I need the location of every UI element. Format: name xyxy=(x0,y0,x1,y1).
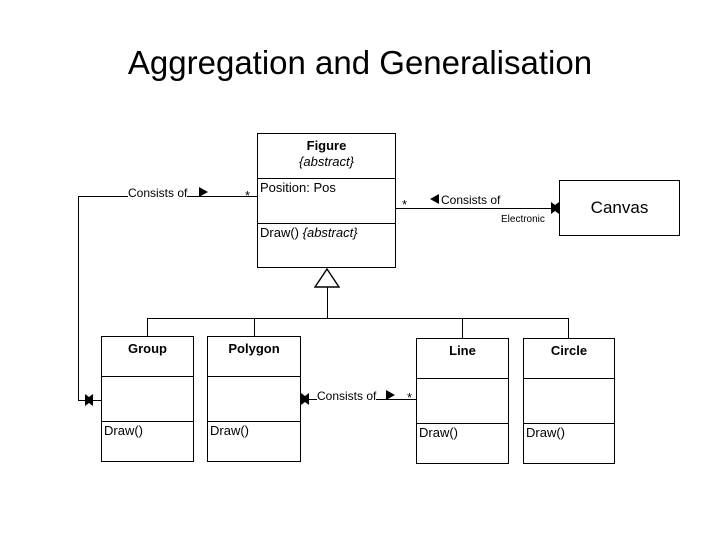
generalisation-triangle-svg xyxy=(313,267,341,288)
assoc-canvas-figure-direction-icon xyxy=(430,194,439,204)
figure-operation-draw: Draw() {abstract} xyxy=(258,224,395,241)
group-operations-compartment: Draw() xyxy=(102,421,193,461)
generalisation-drop-line xyxy=(462,318,463,338)
class-box-canvas[interactable]: Canvas xyxy=(559,180,680,236)
polygon-header-compartment: Polygon xyxy=(208,337,300,376)
polygon-attributes-compartment xyxy=(208,376,300,421)
figure-operation-abstract-marker: {abstract} xyxy=(302,225,358,240)
assoc-polygon-line-label: Consists of xyxy=(317,389,377,403)
class-box-group[interactable]: Group Draw() xyxy=(101,336,194,462)
assoc-canvas-figure-multiplicity: * xyxy=(402,197,408,212)
figure-class-name: Figure xyxy=(306,138,347,153)
group-class-name: Group xyxy=(128,341,167,356)
polygon-class-name: Polygon xyxy=(228,341,280,356)
generalisation-drop-group xyxy=(147,318,148,336)
figure-operation-draw-label: Draw() xyxy=(260,225,299,240)
polygon-operation-draw: Draw() xyxy=(210,423,249,438)
line-header-compartment: Line xyxy=(417,339,508,378)
line-operation-draw: Draw() xyxy=(419,425,458,440)
canvas-header-compartment: Canvas xyxy=(560,181,679,235)
figure-attribute-position: Position: Pos xyxy=(260,180,336,195)
line-class-name: Line xyxy=(449,343,476,358)
circle-operation-draw: Draw() xyxy=(526,425,565,440)
circle-header-compartment: Circle xyxy=(524,339,614,378)
line-operations-compartment: Draw() xyxy=(417,423,508,463)
assoc-canvas-figure-role-label: Electronic xyxy=(501,214,545,226)
class-box-polygon[interactable]: Polygon Draw() xyxy=(207,336,301,462)
class-box-line[interactable]: Line Draw() xyxy=(416,338,509,464)
generalisation-stem xyxy=(327,287,328,318)
generalisation-drop-polygon xyxy=(254,318,255,336)
figure-header-compartment: Figure {abstract} xyxy=(258,134,395,178)
generalisation-drop-circle xyxy=(568,318,569,338)
assoc-polygon-line-direction-icon xyxy=(386,390,395,400)
assoc-figure-group-multiplicity: * xyxy=(245,188,251,203)
figure-attributes-compartment: Position: Pos xyxy=(258,178,395,223)
assoc-polygon-line-multiplicity: * xyxy=(407,390,413,405)
class-box-circle[interactable]: Circle Draw() xyxy=(523,338,615,464)
assoc-canvas-figure-label: Consists of xyxy=(441,193,501,207)
assoc-figure-group-label: Consists of xyxy=(128,186,188,200)
circle-attributes-compartment xyxy=(524,378,614,423)
circle-class-name: Circle xyxy=(550,343,588,358)
group-operation-draw: Draw() xyxy=(104,423,143,438)
assoc-figure-group-direction-icon xyxy=(199,187,208,197)
figure-operations-compartment: Draw() {abstract} xyxy=(258,223,395,267)
generalisation-bus xyxy=(147,318,569,319)
assoc-figure-group-vertical xyxy=(78,196,79,400)
slide-title: Aggregation and Generalisation xyxy=(127,44,593,81)
canvas-class-name: Canvas xyxy=(590,198,649,217)
assoc-canvas-figure-horizontal xyxy=(396,208,559,209)
group-attributes-compartment xyxy=(102,376,193,421)
line-attributes-compartment xyxy=(417,378,508,423)
group-header-compartment: Group xyxy=(102,337,193,376)
circle-operations-compartment: Draw() xyxy=(524,423,614,463)
polygon-operations-compartment: Draw() xyxy=(208,421,300,461)
class-box-figure[interactable]: Figure {abstract} Position: Pos Draw() {… xyxy=(257,133,396,268)
figure-abstract-marker: {abstract} xyxy=(299,154,354,169)
